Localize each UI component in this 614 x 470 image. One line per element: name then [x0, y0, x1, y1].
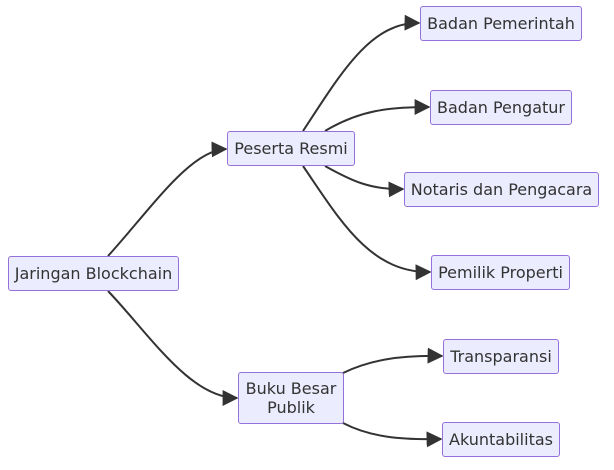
node-label-line-2: Publik	[267, 398, 315, 417]
node-badan-pemerintah: Badan Pemerintah	[420, 6, 582, 41]
node-pemilik-properti: Pemilik Properti	[431, 255, 570, 290]
node-jaringan-blockchain: Jaringan Blockchain	[8, 256, 179, 291]
node-transparansi: Transparansi	[443, 339, 559, 374]
node-label: Transparansi	[450, 347, 552, 366]
node-label: Akuntabilitas	[449, 430, 553, 449]
node-label: Jaringan Blockchain	[14, 264, 173, 283]
node-akuntabilitas: Akuntabilitas	[442, 422, 560, 457]
edge-buku-besar-to-transparansi	[342, 347, 444, 374]
edge-peserta-to-badan-pemerintah	[302, 14, 421, 132]
edge-buku-besar-to-akuntabilitas	[342, 422, 443, 448]
node-label: Pemilik Properti	[438, 263, 563, 282]
node-label: Peserta Resmi	[234, 139, 348, 158]
edge-peserta-to-pemilik-properti	[302, 165, 432, 281]
node-buku-besar-publik: Buku Besar Publik	[238, 372, 344, 424]
node-label: Badan Pengatur	[437, 98, 565, 117]
node-label: Badan Pemerintah	[427, 14, 575, 33]
edge-root-to-peserta-resmi	[107, 141, 228, 257]
node-label: Notaris dan Pengacara	[410, 180, 593, 199]
edge-root-to-buku-besar	[107, 290, 239, 406]
edge-peserta-to-badan-pengatur	[324, 99, 431, 132]
node-notaris-dan-pengacara: Notaris dan Pengacara	[404, 172, 599, 207]
node-badan-pengatur: Badan Pengatur	[430, 90, 572, 125]
edge-peserta-to-notaris	[324, 165, 405, 198]
node-peserta-resmi: Peserta Resmi	[227, 131, 355, 166]
node-label-line-1: Buku Besar	[245, 379, 337, 398]
